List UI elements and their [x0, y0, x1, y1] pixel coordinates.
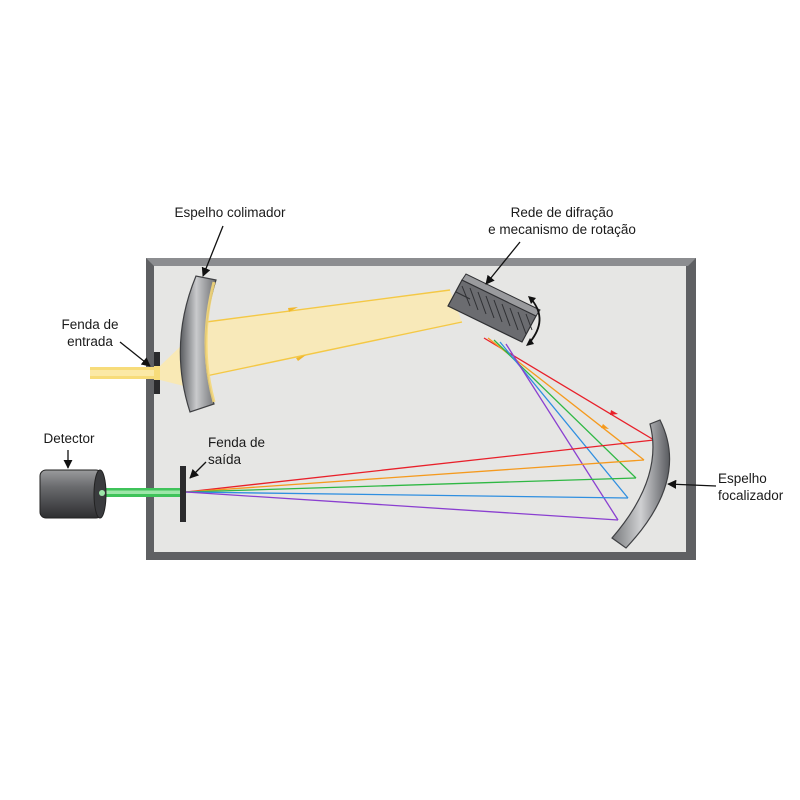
label-exit-line2: saída: [208, 452, 242, 467]
label-entrance-slit: Fenda de entrada: [52, 316, 128, 350]
leader-grating: [485, 241, 521, 285]
label-collimator-mirror: Espelho colimador: [168, 204, 292, 221]
detector: [39, 469, 107, 519]
leader-entrance-slit: [119, 341, 151, 367]
label-grating-line1: Rede de difração: [510, 205, 614, 220]
label-grating-line2: e mecanismo de rotação: [488, 222, 636, 237]
label-diffraction-grating: Rede de difração e mecanismo de rotação: [480, 204, 644, 238]
input-light-beam: [90, 367, 156, 379]
entrance-slit: [154, 352, 160, 394]
focusing-mirror: [611, 419, 671, 549]
leader-arrows: [63, 225, 717, 489]
leader-focusing-mirror: [667, 479, 717, 489]
exit-slit: [180, 466, 186, 522]
leader-collimator: [201, 225, 224, 277]
collimated-beam: [205, 289, 463, 377]
label-focusing-mirror: Espelho focalizador: [718, 470, 798, 504]
label-detector: Detector: [36, 430, 102, 447]
label-exit-line1: Fenda de: [208, 435, 266, 450]
exit-beam: [102, 488, 180, 497]
leader-exit-slit: [189, 461, 207, 479]
collimating-mirror: [179, 275, 217, 413]
label-focusing-line2: focalizador: [718, 488, 784, 503]
label-detector-text: Detector: [43, 431, 95, 446]
label-collimator-mirror-text: Espelho colimador: [174, 205, 286, 220]
dispersed-rays: [483, 337, 655, 521]
label-entrance-line1: Fenda de: [61, 317, 119, 332]
rotation-arrow-icon: [529, 299, 541, 343]
focused-rays: [185, 439, 655, 521]
diffraction-grating: [447, 273, 541, 346]
label-exit-slit: Fenda de saída: [208, 434, 278, 468]
label-entrance-line2: entrada: [67, 334, 113, 349]
label-focusing-line1: Espelho: [718, 471, 767, 486]
